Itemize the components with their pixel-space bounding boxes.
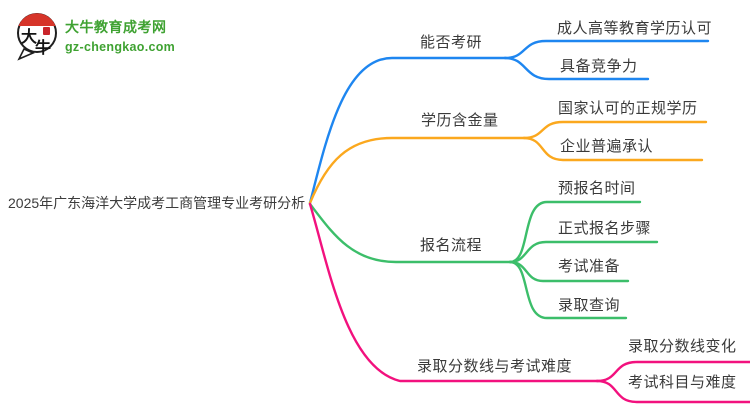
branch-4-leaf-2-line [595,379,750,404]
branch-4-line [308,202,599,383]
branch-2-line [308,136,526,205]
branch-2-leaf-2-line [522,136,704,162]
branch-3-leaf-3-label: 考试准备 [558,258,621,275]
branch-3-leaf-4-line [508,260,628,320]
logo-bull-icon: 大 牛 [17,13,57,61]
branch-1-leaf-2-label: 具备竞争力 [560,58,638,75]
logo-title: 大牛教育成考网 [65,19,167,35]
branch-3-leaf-1-line [508,200,642,264]
branch-3-label: 报名流程 [420,237,483,254]
site-logo: 大 牛 大牛教育成考网 gz-chengkao.com [12,8,175,62]
logo-char-1: 大 [21,27,37,46]
branch-3-leaf-1-label: 预报名时间 [558,180,636,197]
root-topic: 2025年广东海洋大学成考工商管理专业考研分析 [8,195,306,211]
branch-2-label: 学历含金量 [421,112,499,129]
branch-2-leaf-1-line [522,120,708,140]
branch-4-leaf-1-line [595,360,750,383]
branch-1-leaf-1-line [503,39,710,60]
branch-1-label: 能否考研 [420,34,483,51]
branch-2-leaf-1-label: 国家认可的正规学历 [558,100,698,117]
logo-text-block: 大牛教育成考网 gz-chengkao.com [65,8,175,54]
branch-3-leaf-2-line [508,240,659,264]
branch-4-leaf-2-label: 考试科目与难度 [628,374,737,391]
branch-3-leaf-4-label: 录取查询 [558,297,621,314]
branch-4-label: 录取分数线与考试难度 [417,358,573,375]
branch-1-leaf-1-label: 成人高等教育学历认可 [557,20,713,37]
branch-3-leaf-2-label: 正式报名步骤 [558,220,652,237]
branch-1-line [308,56,507,205]
branch-3-line [308,202,512,264]
logo-char-2: 牛 [35,38,51,57]
branch-1-leaf-2-line [503,56,650,81]
branch-4-leaf-1-label: 录取分数线变化 [628,338,737,355]
branch-2-leaf-2-label: 企业普遍承认 [560,138,654,155]
logo-domain: gz-chengkao.com [65,40,176,54]
